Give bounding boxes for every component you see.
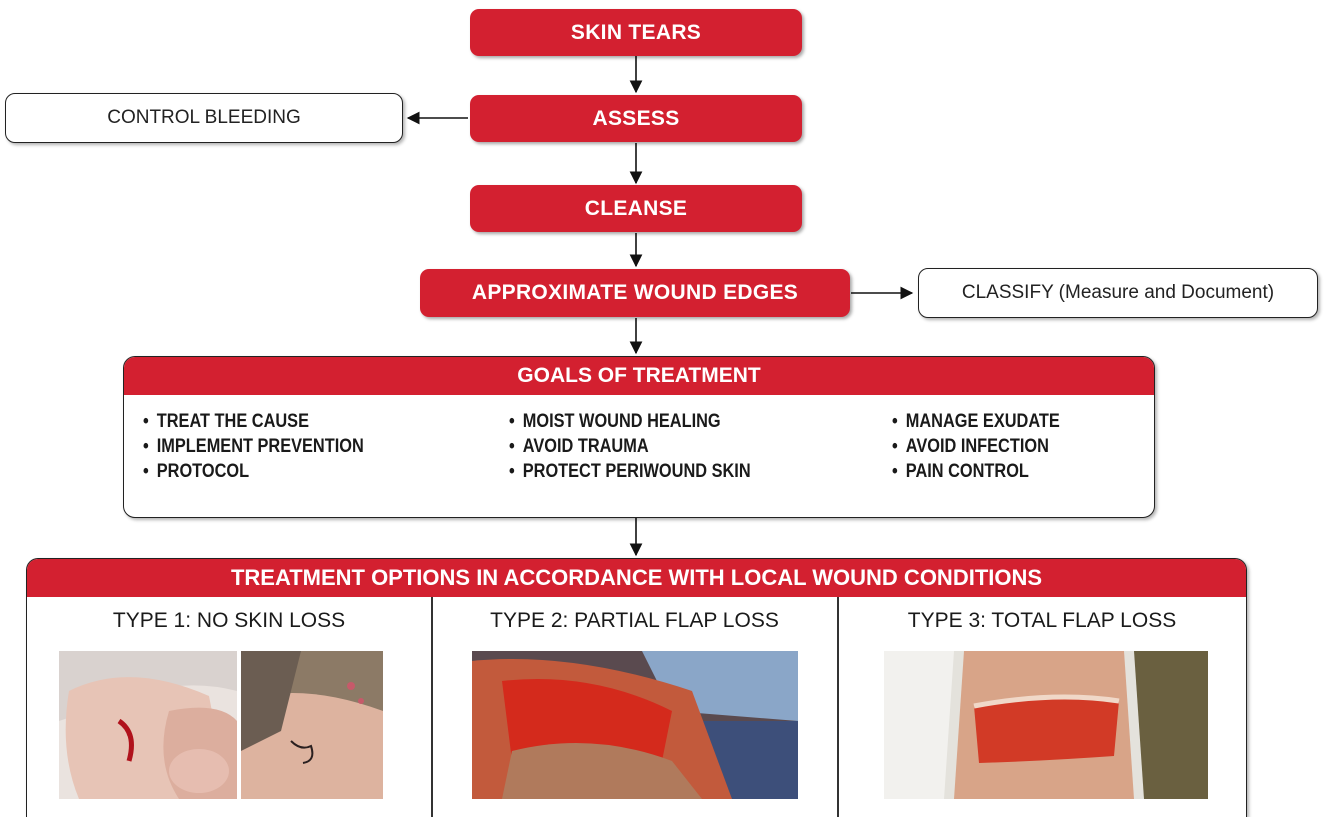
type-2-title: TYPE 2: PARTIAL FLAP LOSS [432,609,837,633]
cleanse-box: CLEANSE [470,185,802,232]
goals-column-3: MANAGE EXUDATE AVOID INFECTION PAIN CONT… [892,409,1087,484]
type-3-title: TYPE 3: TOTAL FLAP LOSS [838,609,1246,633]
assess-box: ASSESS [470,95,802,142]
goals-box: GOALS OF TREATMENT TREAT THE CAUSE IMPLE… [123,356,1155,518]
goal-item: PAIN CONTROL [892,459,1060,484]
approximate-label: APPROXIMATE WOUND EDGES [472,281,798,305]
goal-item: IMPLEMENT PREVENTION [143,434,364,459]
treatment-title: TREATMENT OPTIONS IN ACCORDANCE WITH LOC… [231,565,1042,591]
cleanse-label: CLEANSE [585,197,687,221]
goals-column-1: TREAT THE CAUSE IMPLEMENT PREVENTION PRO… [143,409,400,484]
goal-item: PROTOCOL [143,459,364,484]
type-3-column: TYPE 3: TOTAL FLAP LOSS [838,597,1246,817]
type-1-column: TYPE 1: NO SKIN LOSS [27,597,431,817]
goals-column-2: MOIST WOUND HEALING AVOID TRAUMA PROTECT… [509,409,790,484]
treatment-box: TREATMENT OPTIONS IN ACCORDANCE WITH LOC… [26,558,1247,817]
type-1-photo-b [241,651,383,799]
goal-item: MANAGE EXUDATE [892,409,1060,434]
approximate-box: APPROXIMATE WOUND EDGES [420,269,850,317]
goal-item: MOIST WOUND HEALING [509,409,751,434]
assess-label: ASSESS [593,107,680,131]
goals-title: GOALS OF TREATMENT [517,364,760,388]
control-bleeding-box: CONTROL BLEEDING [5,93,403,143]
treatment-header: TREATMENT OPTIONS IN ACCORDANCE WITH LOC… [27,559,1246,597]
skin-tears-box: SKIN TEARS [470,9,802,56]
type-3-photo [884,651,1208,799]
skin-tears-label: SKIN TEARS [571,21,701,45]
classify-box: CLASSIFY (Measure and Document) [918,268,1318,318]
type-1-photo-a [59,651,237,799]
goals-header: GOALS OF TREATMENT [124,357,1154,395]
goal-item: TREAT THE CAUSE [143,409,364,434]
control-bleeding-label: CONTROL BLEEDING [107,107,301,129]
type-1-title: TYPE 1: NO SKIN LOSS [27,609,431,633]
classify-label: CLASSIFY (Measure and Document) [962,282,1274,304]
type-2-column: TYPE 2: PARTIAL FLAP LOSS [432,597,837,817]
type-2-photo [472,651,798,799]
goal-item: PROTECT PERIWOUND SKIN [509,459,751,484]
goal-item: AVOID INFECTION [892,434,1060,459]
goal-item: AVOID TRAUMA [509,434,751,459]
